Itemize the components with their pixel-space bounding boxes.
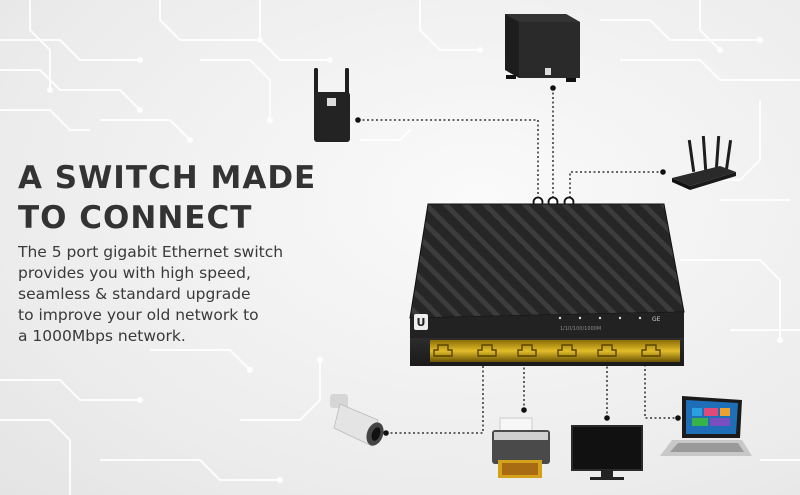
- subwoofer-icon: [505, 14, 580, 82]
- printer-icon: [492, 417, 550, 478]
- description-line: seamless & standard upgrade: [18, 285, 251, 303]
- switch-port: [470, 340, 510, 362]
- switch-port: [510, 340, 550, 362]
- switch-port: [630, 340, 680, 362]
- switch-port: [430, 340, 470, 362]
- switch-port-label: 1/10/100/1000M: [560, 326, 601, 332]
- switch-top-panel: [410, 204, 684, 318]
- line-camera: [386, 360, 484, 434]
- headline-line-2: TO CONNECT: [18, 200, 253, 236]
- switch-face-upper: [410, 312, 684, 342]
- switch-logo-text: U: [417, 316, 426, 329]
- line-extender: [358, 119, 539, 200]
- device-line-dots: [355, 85, 681, 436]
- connection-lines: [358, 88, 678, 434]
- description-line: The 5 port gigabit Ethernet switch: [18, 243, 284, 261]
- switch-logo: [414, 314, 428, 330]
- laptop-icon: [660, 396, 752, 456]
- switch-port: [590, 340, 630, 362]
- description-line: a 1000Mbps network.: [18, 327, 186, 345]
- security-camera-icon: [330, 394, 384, 447]
- description: The 5 port gigabit Ethernet switch provi…: [18, 242, 318, 347]
- description-line: to improve your old network to: [18, 306, 259, 324]
- switch-badge: GE: [652, 316, 661, 323]
- headline: A SWITCH MADE TO CONNECT: [18, 158, 316, 238]
- wifi-extender-icon: [314, 68, 350, 142]
- line-router: [569, 171, 663, 200]
- line-laptop: [644, 360, 678, 419]
- headline-line-1: A SWITCH MADE: [18, 160, 317, 196]
- switch-led-indicators: [558, 316, 642, 320]
- network-switch: U GE 1/10/100/1000M: [409, 203, 685, 366]
- wifi-router-icon: [672, 135, 736, 190]
- description-line: provides you with high speed,: [18, 264, 251, 282]
- switch-port: [550, 340, 590, 362]
- switch-ports: [430, 340, 680, 362]
- monitor-icon: [571, 425, 643, 480]
